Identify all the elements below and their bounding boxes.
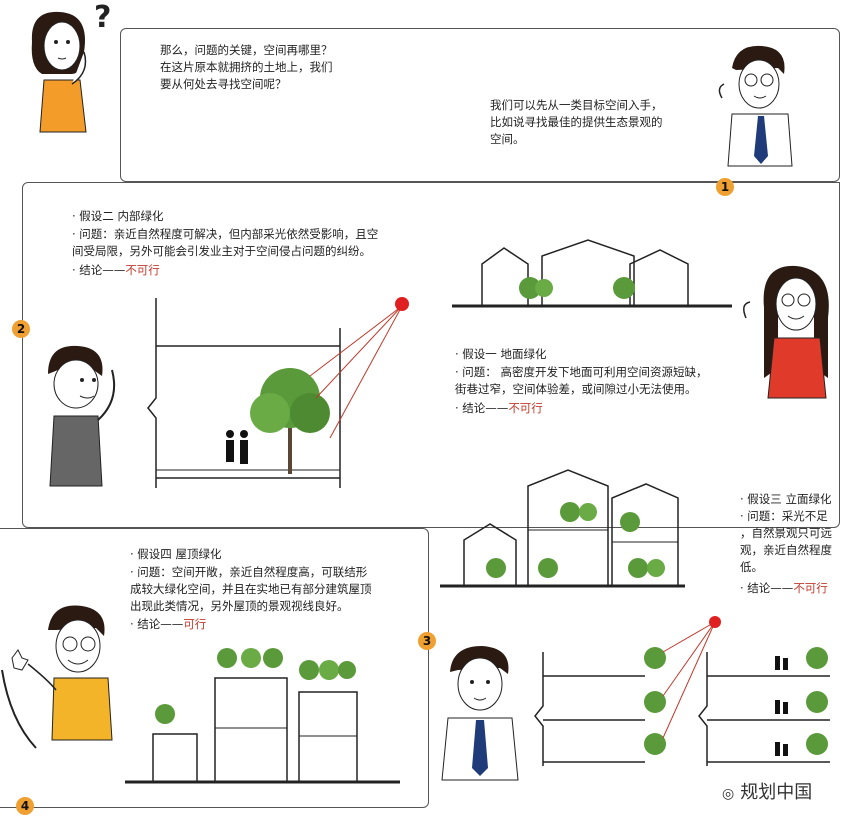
hypothesis2-problem: · 问题：亲近自然程度可解决，但内部采光依然受影响，且空 间受局限，另外可能会引… (72, 227, 379, 258)
hypothesis2-conclusion: · 结论——不可行 (72, 262, 160, 279)
step-badge-1: 1 (716, 178, 734, 196)
hypothesis4-problem: · 问题：空间开敞，亲近自然程度高，可联结形 成较大绿化空间，并且在实地已有部分… (130, 565, 372, 613)
roof-greening-diagram (125, 648, 400, 784)
interior-greening-diagram (147, 297, 409, 488)
conclusion-prefix: · 结论—— (72, 263, 126, 277)
ground-greening-diagram (452, 239, 732, 308)
facade-section-diagram (534, 616, 830, 766)
hypothesis3-title: · 假设三 立面绿化 (740, 492, 832, 506)
watermark: ◎ 规划中国 (722, 778, 812, 804)
conclusion-prefix: · 结论—— (740, 581, 794, 595)
conclusion-value: 不可行 (508, 401, 543, 415)
hypothesis2-title: · 假设二 内部绿化 (72, 209, 164, 223)
conclusion-value: 可行 (183, 617, 207, 631)
answer-text: 我们可以先从一类目标空间入手， 比如说寻找最佳的提供生态景观的 空间。 (490, 98, 663, 146)
panel4-frame (0, 528, 429, 808)
man-thumbs-up-illustration (11, 605, 113, 741)
woman-glasses-illustration (743, 265, 829, 399)
hypothesis4-title: · 假设四 屋顶绿化 (130, 547, 222, 561)
conclusion-value: 不可行 (793, 581, 828, 595)
facade-greening-diagram (440, 469, 685, 588)
hypothesis3-problem: · 问题：采光不足 ，自然景观只可远 观，亲近自然程度 低。 (740, 509, 832, 574)
hypothesis3-conclusion: · 结论——不可行 (740, 580, 828, 597)
step-badge-3: 3 (418, 632, 436, 650)
step-badge-2: 2 (12, 320, 30, 338)
watermark-text: 规划中国 (740, 782, 813, 803)
woman-thinking-illustration (31, 11, 87, 133)
question-text: 那么，问题的关键，空间再哪里？ 在这片原本就拥挤的土地上，我们 要从何处去寻找空… (160, 43, 333, 91)
hypothesis1-conclusion: · 结论——不可行 (455, 400, 543, 417)
man-glasses-illustration (718, 45, 793, 167)
conclusion-prefix: · 结论—— (455, 401, 509, 415)
question-mark: ? (94, 0, 112, 35)
decorative-curve (1, 669, 37, 749)
man-pointing-illustration (48, 345, 116, 487)
hypothesis4-conclusion: · 结论——可行 (130, 616, 206, 633)
conclusion-prefix: · 结论—— (130, 617, 184, 631)
step-badge-4: 4 (16, 797, 34, 815)
conclusion-value: 不可行 (125, 263, 160, 277)
hypothesis1-title: · 假设一 地面绿化 (455, 347, 547, 361)
man-tie-illustration (441, 646, 519, 781)
panel2-frame (22, 182, 840, 528)
wechat-icon: ◎ (722, 786, 735, 802)
panel1-frame (120, 28, 840, 182)
hypothesis1-problem: · 问题： 高密度开发下地面可利用空间资源短缺， 街巷过窄，空间体验差，或间隙过… (455, 365, 708, 396)
